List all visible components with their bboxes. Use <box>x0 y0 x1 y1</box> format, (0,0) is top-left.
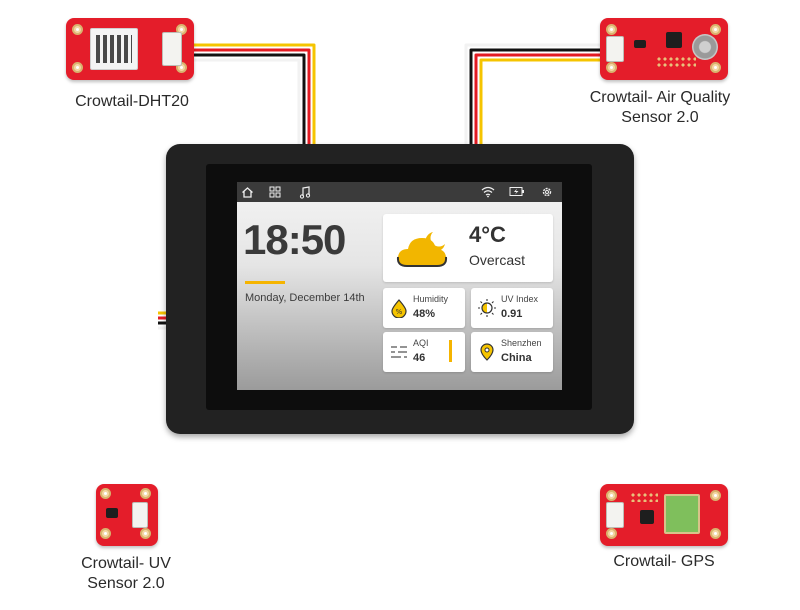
music-icon[interactable] <box>299 183 311 204</box>
humidity-drop-icon: % <box>391 299 407 318</box>
cloud-moon-icon <box>395 226 457 272</box>
air-quality-cable <box>464 43 604 146</box>
uv-label-line2: Sensor 2.0 <box>87 575 165 592</box>
svg-text:%: % <box>396 308 403 316</box>
status-bar <box>237 182 562 202</box>
uv-index-value: 0.91 <box>501 308 523 320</box>
dht20-cable <box>190 43 316 146</box>
weather-condition: Overcast <box>469 252 526 268</box>
location-city: Shenzhen <box>501 338 542 348</box>
battery-charging-icon <box>509 183 525 202</box>
time-accent-bar <box>245 281 285 284</box>
weather-temperature: 4°C <box>469 222 506 247</box>
settings-icon[interactable] <box>541 183 553 203</box>
location-tile[interactable]: Shenzhen China <box>471 332 553 372</box>
air-quality-sensor-element <box>692 34 718 60</box>
air-quality-board <box>600 18 728 80</box>
uv-label-line1: Crowtail- UV <box>81 555 171 572</box>
location-pin-icon <box>480 343 494 361</box>
dht20-board <box>66 18 194 80</box>
aqi-bars-icon <box>391 346 407 358</box>
location-country: China <box>501 352 532 364</box>
uv-index-label: UV Index <box>501 294 539 304</box>
air-quality-label: Crowtail- Air Quality Sensor 2.0 <box>570 88 750 128</box>
aqi-label: AQI <box>413 338 429 348</box>
gps-label: Crowtail- GPS <box>613 553 715 570</box>
clock-time: 18:50 <box>243 216 346 263</box>
uv-label: Crowtail- UV Sensor 2.0 <box>62 554 190 594</box>
weather-card[interactable]: 4°C Overcast <box>383 214 553 282</box>
uv-sun-icon <box>478 299 496 317</box>
aqi-value: 46 <box>413 352 426 364</box>
dashboard-screen: 18:50 Monday, December 14th 4°C Overcast <box>237 182 562 390</box>
aqi-tile[interactable]: AQI 46 <box>383 332 465 372</box>
dht20-label: Crowtail-DHT20 <box>75 93 189 110</box>
home-icon[interactable] <box>241 183 254 204</box>
uv-board <box>96 484 158 546</box>
dht20-sensor-module <box>90 28 138 70</box>
humidity-tile[interactable]: % Humidity 48% <box>383 288 465 328</box>
display-bezel: 18:50 Monday, December 14th 4°C Overcast <box>206 164 592 410</box>
gps-board <box>600 484 728 546</box>
uv-index-tile[interactable]: UV Index 0.91 <box>471 288 553 328</box>
air-quality-label-line2: Sensor 2.0 <box>621 109 699 126</box>
humidity-label: Humidity <box>413 294 449 304</box>
air-quality-label-line1: Crowtail- Air Quality <box>589 89 731 106</box>
touch-display-device: 18:50 Monday, December 14th 4°C Overcast <box>166 144 634 434</box>
wifi-icon[interactable] <box>481 183 495 203</box>
clock-date: Monday, December 14th <box>245 292 365 304</box>
gps-antenna <box>664 494 700 534</box>
apps-icon[interactable] <box>269 183 281 203</box>
aqi-level-bar <box>449 340 452 362</box>
humidity-value: 48% <box>413 308 436 320</box>
